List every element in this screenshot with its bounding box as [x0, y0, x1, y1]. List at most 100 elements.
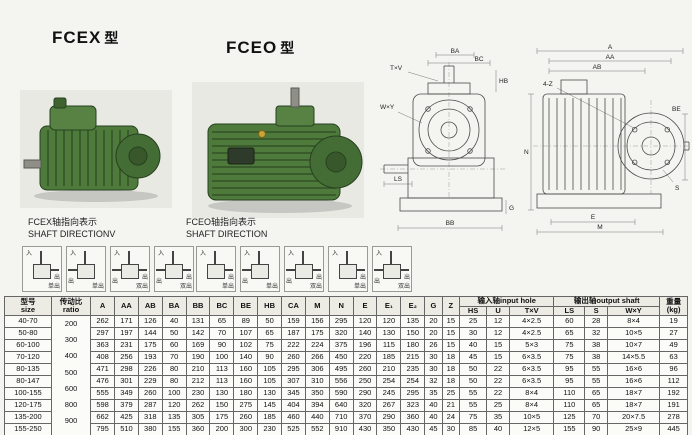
table-cell: 30 — [441, 423, 461, 435]
table-cell: 556 — [328, 375, 354, 389]
table-cell: 450 — [328, 351, 354, 365]
column-header: E₂ — [400, 295, 426, 317]
sd-h — [112, 269, 121, 271]
fcex-shaft-direction-diagrams: 入出单出入出单出入出出双出入出出双出 — [22, 246, 194, 292]
table-cell: 212 — [185, 375, 211, 389]
table-cell: 360 — [400, 411, 426, 425]
fcex-product-photo — [20, 90, 172, 208]
sd-v — [214, 251, 216, 264]
fcex-model-name: FCEX — [52, 28, 102, 47]
object-lines — [536, 79, 690, 209]
table-cell: 50 — [257, 315, 283, 329]
table-cell: 345 — [281, 387, 306, 401]
table-cell: 262 — [90, 315, 116, 329]
table-cell: 145 — [257, 399, 283, 413]
sd-gb — [77, 264, 95, 279]
table-cell: 305 — [185, 411, 211, 425]
table-cell: 20×7.5 — [606, 411, 661, 425]
sd-v — [128, 251, 130, 264]
table-cell: 113 — [209, 375, 235, 389]
table-cell: 795 — [90, 423, 116, 435]
table-cell: 130 — [376, 327, 402, 341]
column-header: W×Y — [606, 305, 661, 317]
table-cell: 130 — [257, 387, 283, 401]
column-header: S — [584, 305, 608, 317]
table-cell: 300 — [233, 423, 259, 435]
table-cell: 155-250 — [4, 423, 52, 435]
table-cell: 430 — [400, 423, 426, 435]
table-cell: 120 — [161, 399, 187, 413]
table-cell: 430 — [352, 423, 378, 435]
table-cell: 60-100 — [4, 339, 52, 353]
ratio-value: 800 — [64, 399, 78, 409]
table-cell: 70 — [209, 327, 235, 341]
table-cell: 267 — [376, 399, 402, 413]
dim-label-be: BE — [672, 106, 681, 113]
column-header: CA — [281, 295, 306, 317]
table-cell: 229 — [137, 375, 163, 389]
table-cell: 65 — [209, 315, 235, 329]
sd-h — [400, 269, 409, 271]
table-cell: 445 — [659, 423, 688, 435]
table-cell: 105 — [257, 363, 283, 377]
table-cell: 254 — [400, 375, 426, 389]
column-header: HS — [459, 305, 488, 317]
table-cell: 25 — [459, 315, 488, 329]
fceo-type-suffix: 型 — [280, 40, 296, 56]
sd-gb — [251, 264, 269, 279]
table-cell: 307 — [281, 375, 306, 389]
sd-out: 出 — [242, 279, 249, 285]
table-cell: 22 — [486, 375, 510, 389]
object-lines — [383, 65, 503, 212]
table-cell: 130 — [209, 387, 235, 401]
column-header: M — [304, 295, 330, 317]
sd-v — [40, 251, 42, 264]
fceo-shaft-direction-diagrams: 入出单出入出单出入出出双出入出单出入出出双出 — [196, 246, 412, 292]
table-cell: 20 — [424, 327, 443, 341]
table-cell: 96 — [659, 363, 688, 377]
sd-cap: 单出 — [47, 284, 60, 290]
table-cell: 40-70 — [4, 315, 52, 329]
dimension-lines — [383, 52, 507, 231]
table-cell: 90 — [209, 339, 235, 353]
table-cell: 15 — [441, 327, 461, 341]
sd-h — [156, 269, 165, 271]
sd-cap: 双出 — [397, 284, 410, 290]
table-cell: 15 — [441, 315, 461, 329]
table-cell: 65 — [257, 327, 283, 341]
sd-out: 出 — [374, 279, 381, 285]
table-cell: 110 — [553, 399, 586, 413]
table-cell: 105 — [257, 375, 283, 389]
table-cell: 10×5 — [606, 327, 661, 341]
sd-h — [182, 269, 191, 271]
dim-label-bc: BC — [474, 56, 483, 63]
table-cell: 349 — [114, 387, 139, 401]
table-cell: 20 — [424, 315, 443, 329]
table-cell: 6×3.5 — [508, 351, 555, 365]
table-cell: 25 — [486, 399, 510, 413]
table-cell: 35 — [486, 411, 510, 425]
table-cell: 102 — [233, 339, 259, 353]
table-cell: 38 — [584, 351, 608, 365]
sd-gb — [33, 264, 51, 279]
table-cell: 180 — [400, 339, 426, 353]
sd-in: 入 — [288, 251, 295, 257]
dimension-lines — [528, 48, 688, 235]
table-cell: 50 — [459, 375, 488, 389]
table-cell: 80 — [161, 375, 187, 389]
column-header: 重量(kg) — [659, 295, 688, 317]
table-cell: 65 — [553, 327, 586, 341]
table-cell: 301 — [114, 375, 139, 389]
table-cell: 555 — [90, 387, 116, 401]
table-cell: 662 — [90, 411, 116, 425]
table-cell: 200 — [209, 423, 235, 435]
table-cell: 379 — [114, 399, 139, 413]
table-cell: 215 — [400, 351, 426, 365]
table-cell: 150 — [400, 327, 426, 341]
table-cell: 30 — [424, 363, 443, 377]
